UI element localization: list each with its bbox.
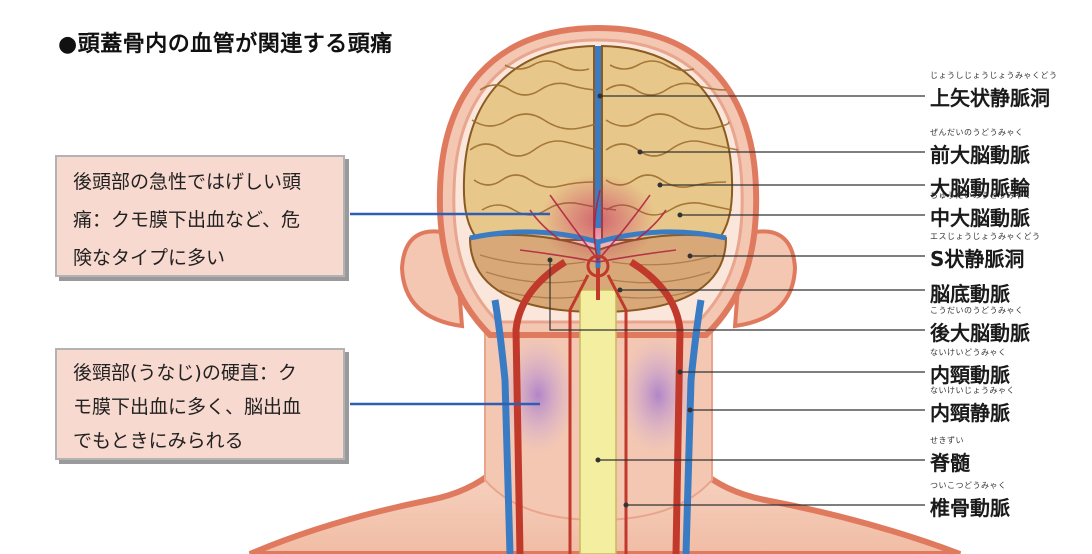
label-ruby: ないけいどうみゃく: [930, 347, 1007, 358]
callout-occipital-headache: 後頭部の急性ではげしい頭 痛：クモ膜下出血など、危 険なタイプに多い: [55, 155, 345, 277]
label-anterior-cerebral-artery: 前大脳動脈: [930, 139, 1030, 168]
callout-line: モ膜下出血に多く、脳出血: [73, 390, 333, 424]
label-ruby: せきずい: [930, 435, 964, 446]
callout-line: 後頭部の急性ではげしい頭: [73, 163, 333, 201]
label-internal-jugular-vein: 内頸静脈: [930, 397, 1010, 426]
label-internal-carotid-artery: 内頸動脈: [930, 359, 1010, 388]
label-spinal-cord: 脊髄: [930, 447, 970, 476]
label-ruby: ぜんだいのうどうみゃく: [930, 127, 1024, 138]
label-superior-sagittal-sinus: 上矢状静脈洞: [930, 82, 1050, 111]
label-vertebral-artery: 椎骨動脈: [930, 492, 1010, 521]
callout-line: 険なタイプに多い: [73, 239, 333, 277]
label-ruby: ちゅうだいのうどうみゃく: [930, 190, 1032, 201]
label-ruby: ついこつどうみゃく: [930, 480, 1007, 491]
callout-line: 痛：クモ膜下出血など、危: [73, 201, 333, 239]
label-ruby: エスじょうじょうみゃくどう: [930, 231, 1041, 242]
label-middle-cerebral-artery: 中大脳動脈: [930, 202, 1030, 231]
callout-neck-stiffness: 後頸部(うなじ)の硬直：ク モ膜下出血に多く、脳出血 でもときにみられる: [55, 348, 345, 460]
page-title: ●頭蓋骨内の血管が関連する頭痛: [58, 26, 393, 58]
label-ruby: ないけいじょうみゃく: [930, 385, 1015, 396]
label-posterior-cerebral-artery: 後大脳動脈: [930, 317, 1030, 346]
label-ruby: こうだいのうどうみゃく: [930, 305, 1024, 316]
callout-line: でもときにみられる: [73, 424, 333, 458]
label-ruby: じょうしじょうじょうみゃくどう: [930, 70, 1058, 81]
label-basilar-artery: 脳底動脈: [930, 278, 1010, 307]
callout-line: 後頸部(うなじ)の硬直：ク: [73, 356, 333, 390]
label-sigmoid-sinus: S状静脈洞: [930, 243, 1024, 272]
